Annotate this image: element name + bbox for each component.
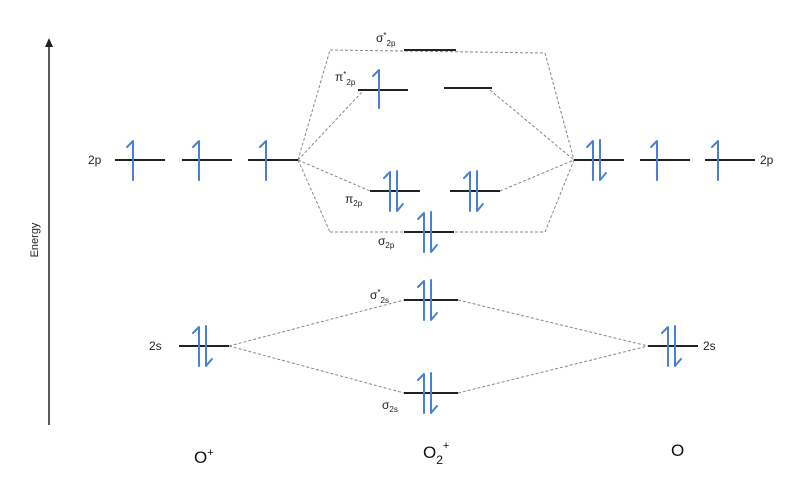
right-2s-label: 2s [703,339,716,353]
center-molecule-label: O2+ [423,440,449,467]
electron-spin-up-arrow [372,69,380,109]
connector-line [544,159,575,233]
energy-axis-label: Energy [29,222,41,257]
electron-spin-up-arrow [711,140,719,181]
connector-line [329,49,546,54]
connector-line [228,345,405,394]
energy-axis-arrowhead [45,38,53,47]
right-2s-orbital [648,325,698,367]
electron-spin-up-arrow [661,326,669,367]
sigma-2p-orbital [404,211,454,253]
sigma-2s-label: σ2s [382,398,398,414]
left-atom-label: O+ [194,447,214,467]
connector-line [457,345,649,394]
connector-line [297,49,331,161]
connector-line [297,91,363,161]
left-2p-orbitals [115,140,298,181]
sigma-star-2s-label: σ*2s [370,288,389,305]
connector-line [228,299,405,347]
sigma-star-2s-orbital [404,279,458,321]
electron-spin-down-arrow [430,372,438,414]
electron-spin-up-arrow [192,326,200,367]
pi-star-2p-label: π*2p [335,70,356,87]
connector-line [297,159,331,233]
electron-spin-up-arrow [417,212,425,253]
sigma-star-2p-label: σ*2p [376,31,396,48]
left-2s-orbital [179,325,229,367]
electron-spin-down-arrow [396,170,404,212]
pi-2p-orbitals [370,170,500,212]
connector-line [499,159,575,192]
electron-spin-down-arrow [205,325,213,367]
left-2s-label: 2s [149,339,162,353]
electron-spin-up-arrow [417,373,425,414]
correlation-lines [228,49,649,394]
electron-spin-up-arrow [259,140,267,181]
connector-line [457,299,649,347]
electron-spin-down-arrow [430,211,438,253]
electron-spin-down-arrow [674,325,682,367]
right-atom-label: O [671,441,684,460]
electron-spin-down-arrow [476,170,484,212]
right-2p-orbitals [574,139,755,181]
connector-line [544,52,575,161]
electron-spin-up-arrow [650,140,658,181]
right-2p-label: 2p [760,153,774,167]
electron-spin-up-arrow [586,140,594,181]
electron-spin-down-arrow [430,279,438,321]
electron-spin-down-arrow [599,139,607,181]
electron-spin-up-arrow [463,171,471,212]
electron-spin-up-arrow [417,280,425,321]
connector-line [489,89,575,161]
left-2p-label: 2p [88,153,102,167]
pi-star-2p-orbitals [358,69,492,109]
sigma-2s-orbital [404,372,458,414]
pi-2p-label: π2p [345,192,363,208]
electron-spin-up-arrow [192,140,200,181]
electron-spin-up-arrow [383,171,391,212]
electron-spin-up-arrow [126,140,134,181]
connector-line [297,159,371,192]
sigma-2p-label: σ2p [378,234,395,250]
